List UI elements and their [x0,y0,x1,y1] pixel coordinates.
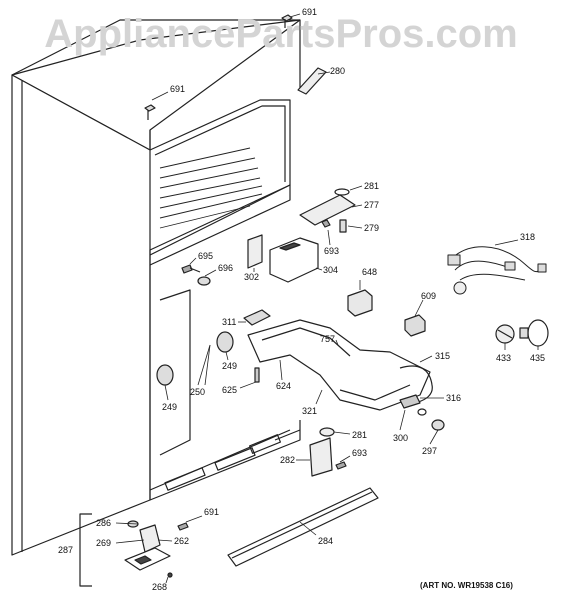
part-label-311: 311 [222,317,237,327]
part-label-757: 757 [320,334,336,344]
watermark: AppliancePartsPros.com [44,12,518,56]
part-label-249: 249 [162,402,178,412]
wire-315 [399,365,433,403]
part-label-282: 282 [280,455,296,465]
screw-691-left [144,104,156,120]
hinge-assembly-287 [79,513,173,587]
washer-281-lower [319,427,335,437]
leader-lines [115,13,539,584]
part-label-268: 268 [152,582,168,592]
wire-harness-318 [447,246,547,295]
hinge-280 [297,67,327,95]
knob-249-lower [156,364,174,386]
part-label-281: 281 [364,181,380,191]
screw-691-top [281,14,293,28]
screw-695 [181,264,211,286]
screw-625 [254,367,260,383]
part-label-625: 625 [222,385,238,395]
part-label-262: 262 [174,536,190,546]
part-label-279: 279 [364,223,380,233]
part-label-321: 321 [302,406,318,416]
part-label-315: 315 [435,351,451,361]
cabinet [11,19,301,556]
part-label-693: 693 [352,448,368,458]
part-label-280: 280 [330,66,346,76]
screw-693-lower [335,461,347,470]
art-number: (ART NO. WR19538 C16) [420,581,513,590]
part-label-249: 249 [222,361,238,371]
screw-691-lower [177,522,189,531]
part-label-250: 250 [190,387,206,397]
part-label-624: 624 [276,381,292,391]
part-648 [347,289,373,317]
control-housing-304 [269,237,319,283]
part-label-269: 269 [96,538,112,548]
part-label-277: 277 [364,200,380,210]
part-label-695: 695 [198,251,214,261]
part-label-281: 281 [352,430,368,440]
part-label-316: 316 [446,393,462,403]
panel-302 [247,234,263,269]
socket-300 [399,394,421,409]
part-label-300: 300 [393,433,409,443]
part-label-648: 648 [362,267,378,277]
part-label-297: 297 [422,446,438,456]
part-label-691: 691 [170,84,186,94]
knob-249-upper [216,331,234,353]
part-label-433: 433 [496,353,512,363]
bulb-433 [495,324,515,344]
part-label-318: 318 [520,232,536,242]
part-label-435: 435 [530,353,546,363]
part-label-302: 302 [244,272,260,282]
cover-311 [243,309,271,326]
part-297 [417,408,445,431]
part-label-693: 693 [324,246,340,256]
kickplate-284 [227,487,379,567]
part-label-284: 284 [318,536,334,546]
bracket-282 [309,437,333,477]
part-label-691: 691 [204,507,220,517]
bracket-277 [299,188,356,233]
part-label-609: 609 [421,291,437,301]
lamp-socket-609 [404,314,426,337]
part-label-304: 304 [323,265,339,275]
bulb-435 [519,319,549,347]
part-label-287: 287 [58,545,74,555]
part-label-696: 696 [218,263,234,273]
part-label-691: 691 [302,7,318,17]
housing-624 [247,319,431,411]
part-label-286: 286 [96,518,112,528]
